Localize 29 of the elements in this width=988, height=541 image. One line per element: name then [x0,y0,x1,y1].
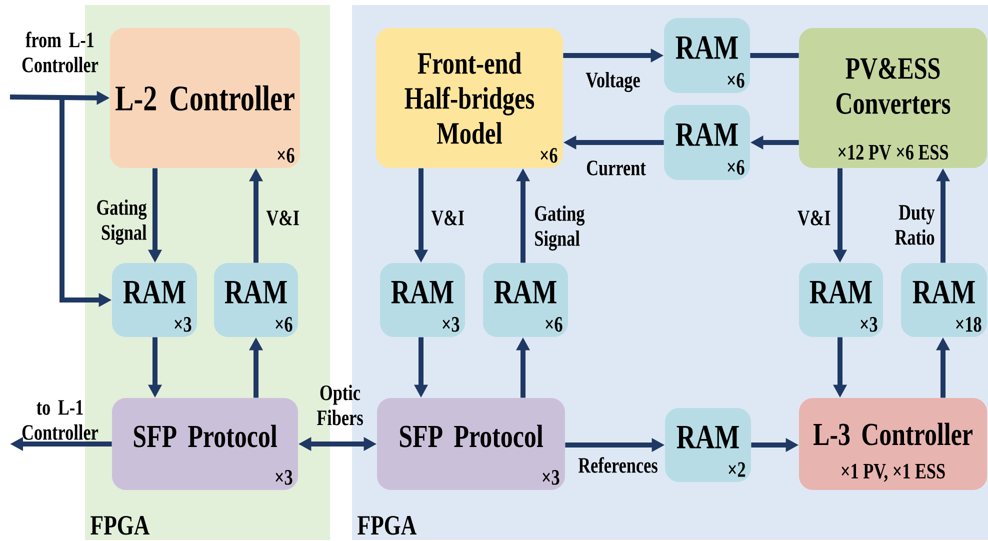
protocol-box: SFP Protocol ×3 [377,398,565,490]
edge-label: Duty Ratio [895,205,935,245]
edge-label: References [578,457,658,473]
model-box: Front-end Half-bridges Model ×6 [376,28,563,168]
edge-label: Current [586,160,646,176]
edge-label: V&I [798,210,830,226]
panel-title: FPGA [90,516,150,535]
edge-label: Voltage [586,72,640,92]
ram-box: RAM ×18 [901,263,987,337]
converter-box: PV&ESS Converters ×12 PV ×6 ESS [799,28,987,168]
edge-label: V&I [266,210,299,226]
ram-box: RAM ×6 [214,263,298,337]
ram-box: RAM ×3 [112,263,197,337]
edge-label: Gating Signal [535,205,585,251]
ram-box: RAM ×6 [664,18,750,93]
edge-label: Gating Signal [97,199,147,245]
edge-label: V&I [431,210,464,226]
protocol-box: SFP Protocol ×3 [112,398,298,490]
edge-label: to L-1 Controller [22,400,98,440]
ram-box: RAM ×6 [483,263,568,337]
edge-label: Optic Fibers [316,384,363,426]
controller-box: L-2 Controller ×6 [110,28,300,168]
ram-box: RAM ×3 [380,263,465,337]
edge-label: from L-1 Controller [22,32,98,72]
controller-box: L-3 Controller ×1 PV, ×1 ESS [799,398,987,490]
ram-box: RAM ×2 [665,408,751,482]
ram-box: RAM ×6 [664,105,750,180]
panel-title: FPGA [358,516,416,535]
ram-box: RAM ×3 [799,263,883,337]
